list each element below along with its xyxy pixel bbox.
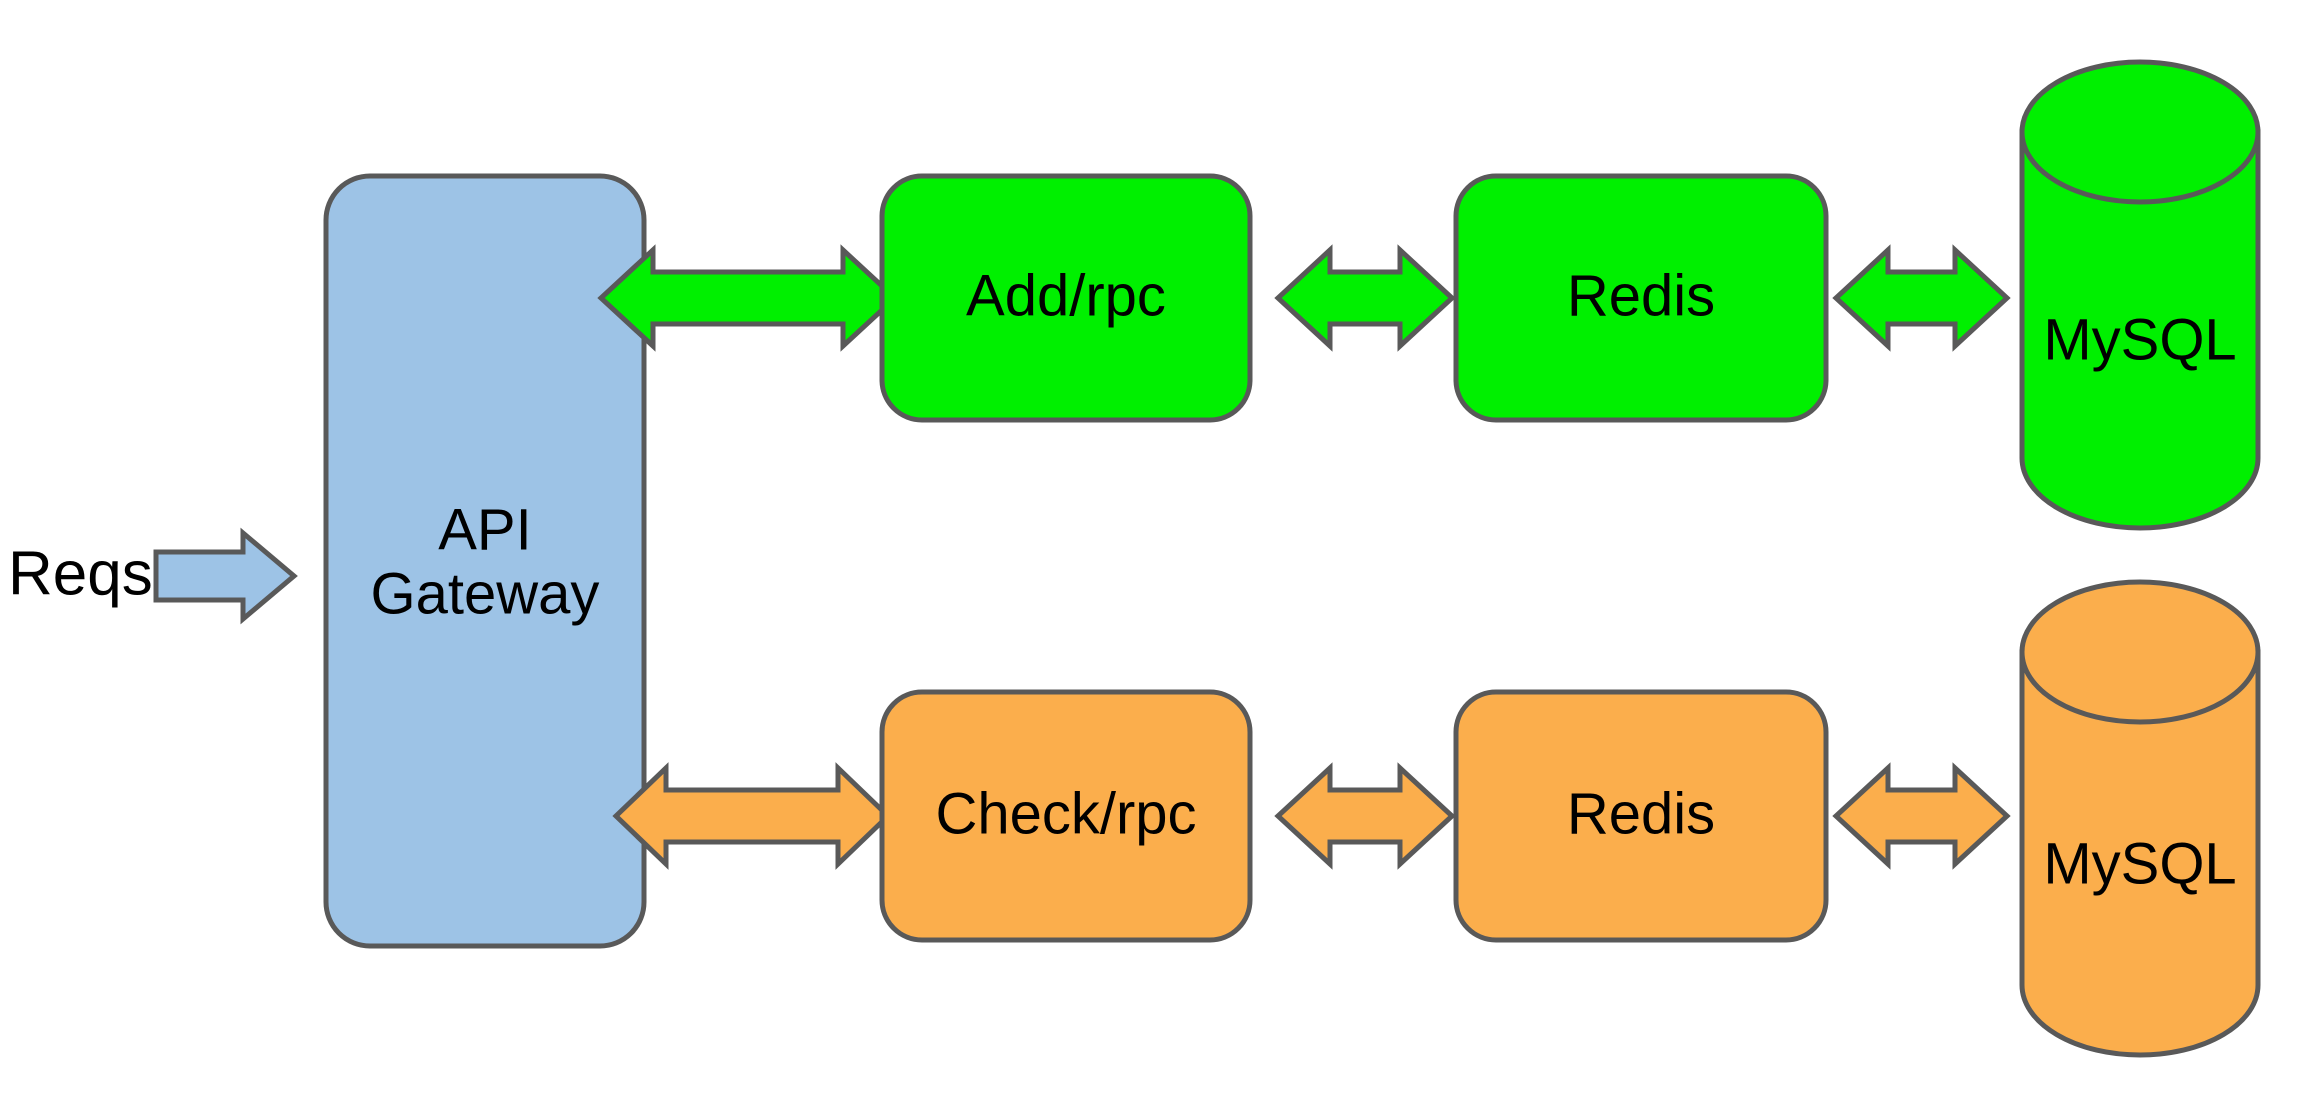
- api-gateway-label-line2: Gateway: [371, 561, 600, 626]
- check-rpc-node[interactable]: Check/rpc: [879, 689, 1253, 943]
- redis-orange-node[interactable]: Redis: [1453, 689, 1829, 943]
- gateway-to-check-arrow: [612, 762, 892, 870]
- redis-to-mysql-arrow: [1832, 244, 2011, 352]
- mysql-orange-label: MySQL: [2043, 831, 2236, 896]
- add-rpc-node[interactable]: Add/rpc: [879, 173, 1253, 423]
- mysql-green-node[interactable]: MySQL: [2019, 59, 2261, 531]
- redis-to-mysql-orange-arrow: [1832, 762, 2011, 870]
- redis-green-node[interactable]: Redis: [1453, 173, 1829, 423]
- api-gateway-node[interactable]: API Gateway: [323, 173, 647, 949]
- mysql-orange-node[interactable]: MySQL: [2019, 579, 2261, 1058]
- reqs-inbound-arrow: [153, 527, 298, 625]
- redis-orange-label: Redis: [1567, 781, 1715, 846]
- check-rpc-label: Check/rpc: [935, 781, 1196, 846]
- add-rpc-label: Add/rpc: [966, 263, 1166, 328]
- reqs-label: Reqs: [8, 539, 153, 608]
- api-gateway-label-line1: API: [438, 497, 532, 562]
- add-to-redis-arrow: [1274, 244, 1456, 352]
- redis-green-label: Redis: [1567, 263, 1715, 328]
- check-to-redis-arrow: [1274, 762, 1456, 870]
- gateway-to-add-arrow: [597, 244, 899, 352]
- mysql-green-label: MySQL: [2043, 307, 2236, 372]
